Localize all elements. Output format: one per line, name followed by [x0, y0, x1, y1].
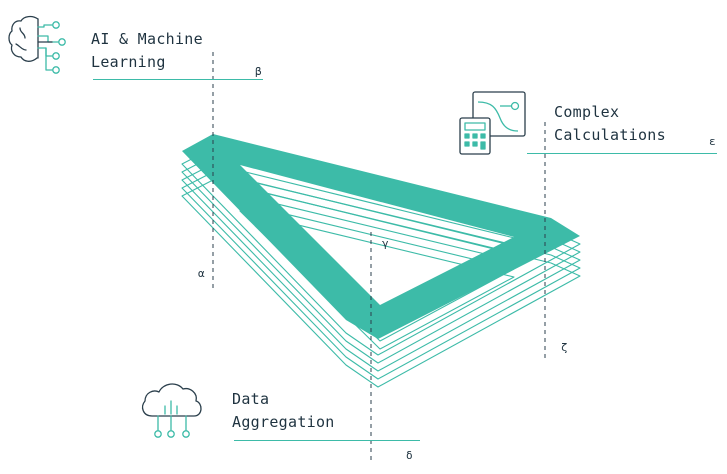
marker-beta: β — [255, 65, 262, 78]
cloud-network-icon — [141, 383, 202, 438]
marker-zeta: ζ — [561, 341, 568, 354]
marker-delta: δ — [406, 449, 413, 462]
label-complex-calculations: Complex Calculations — [554, 101, 666, 147]
label-ai-line1: AI & Machine — [91, 30, 203, 48]
underline-complex — [527, 153, 717, 154]
underline-data — [234, 440, 420, 441]
triangle-solid-top — [182, 134, 580, 339]
brain-circuit-icon — [8, 15, 66, 74]
dashed-guides — [212, 52, 546, 460]
marker-alpha: α — [198, 267, 205, 280]
label-ai-line2: Learning — [91, 53, 166, 71]
underline-ai — [93, 79, 263, 80]
calculator-chart-icon — [459, 91, 526, 155]
marker-gamma: γ — [382, 237, 389, 250]
label-data-line2: Aggregation — [232, 413, 335, 431]
marker-epsilon: ε — [709, 135, 716, 148]
label-ai-machine-learning: AI & Machine Learning — [91, 28, 203, 74]
label-data-line1: Data — [232, 390, 270, 408]
label-data-aggregation: Data Aggregation — [232, 388, 335, 434]
label-complex-line1: Complex — [554, 103, 620, 121]
label-complex-line2: Calculations — [554, 126, 666, 144]
